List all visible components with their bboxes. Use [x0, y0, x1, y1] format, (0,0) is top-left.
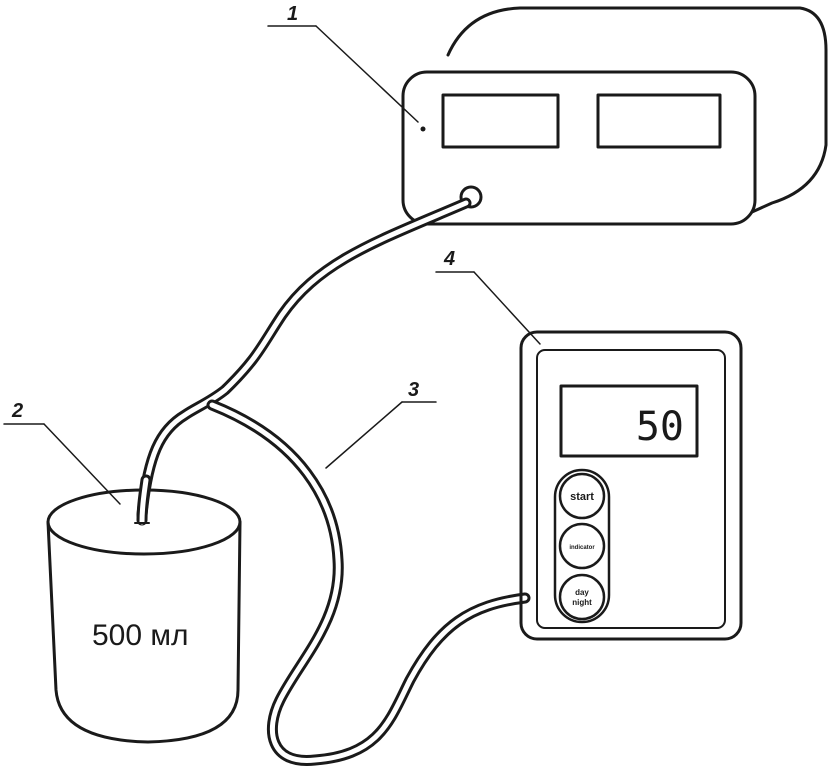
device-back-outline — [446, 6, 828, 214]
container: 500 мл — [46, 488, 242, 744]
monitor-body — [519, 330, 743, 641]
label-1: 1 — [287, 3, 298, 25]
button-column — [553, 468, 611, 624]
callout-1: 1 — [267, 3, 419, 123]
day-button-label: day — [575, 588, 589, 597]
callout-3: 3 — [325, 379, 437, 469]
indicator-button[interactable]: indicator — [558, 522, 606, 570]
device-indicator-dot — [420, 126, 426, 132]
indicator-button-label: indicator — [569, 545, 595, 551]
monitor-display-value: 50 — [636, 404, 684, 450]
label-4: 4 — [443, 248, 455, 270]
device-window-left — [441, 93, 560, 149]
start-button-label: start — [570, 491, 594, 503]
monitor-inner-panel — [536, 349, 726, 629]
day-night-button[interactable]: day night — [558, 573, 606, 621]
start-button[interactable]: start — [558, 472, 606, 520]
device-window-right — [596, 93, 722, 149]
night-button-label: night — [572, 598, 592, 607]
container-tube-end — [134, 474, 152, 526]
callout-4: 4 — [435, 248, 541, 345]
callout-2: 2 — [3, 400, 121, 505]
device-unit — [401, 6, 828, 226]
device-front-panel — [401, 70, 757, 226]
device-port — [459, 185, 483, 209]
monitor-display — [559, 384, 699, 458]
device-tube — [136, 197, 472, 521]
label-2: 2 — [11, 400, 23, 422]
tube-3 — [206, 399, 531, 766]
monitor-device: 50 start indicator day night — [519, 330, 743, 641]
label-3: 3 — [408, 379, 419, 401]
container-volume-label: 500 мл — [92, 619, 189, 652]
